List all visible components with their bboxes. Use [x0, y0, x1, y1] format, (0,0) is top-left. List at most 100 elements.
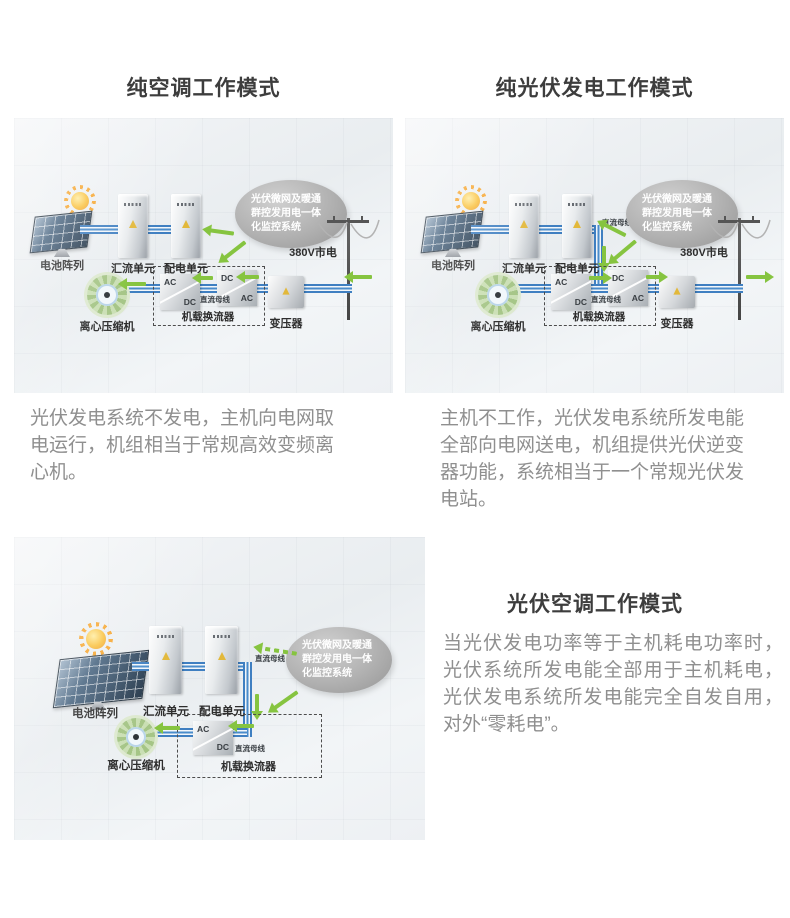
pv-ac-diagram-panel: 电池阵列 汇流单元 配电单元 直流母线 光伏微网及暖通 群控发用电一体 化监控系… [14, 537, 425, 840]
warning-triangle-icon [182, 220, 190, 228]
cloud-text-line2: 群控发用电一体 [251, 208, 321, 219]
transformer-box [268, 276, 304, 308]
grid-380v-label: 380V市电 [289, 247, 337, 259]
ac-label: AC [631, 293, 644, 303]
dc-bus-label: 直流母线 [591, 295, 621, 304]
solar-panel-stand [445, 249, 461, 257]
grid-380v-label: 380V市电 [680, 247, 728, 259]
pure-ac-title: 纯空调工作模式 [126, 77, 281, 100]
pure-pv-title: 纯光伏发电工作模式 [495, 77, 694, 100]
battery-array-label: 电池阵列 [431, 260, 475, 272]
compressor-icon [117, 718, 155, 756]
pure-ac-description: 光伏发电系统不发电，主机向电网取电运行，机组相当于常规高效变频离心机。 [30, 408, 335, 483]
power-flow-arrow [236, 724, 254, 728]
power-flow-arrow [646, 275, 660, 279]
warning-triangle-icon [673, 287, 681, 295]
ac-label: AC [197, 724, 210, 734]
ac-label: AC [164, 277, 177, 287]
combiner-unit-cabinet [149, 626, 182, 694]
dc-label: DC [574, 297, 587, 307]
control-signal-arrow [612, 239, 638, 261]
combiner-unit-cabinet [509, 194, 539, 258]
converter-label: 机载换流器 [572, 311, 626, 323]
sun-icon [64, 185, 96, 217]
power-flow-arrow [746, 275, 766, 279]
pure-ac-diagram-panel: 电池阵列 汇流单元 配电单元 光伏微网及暖通 群控发用电一体 化监控系统 380… [14, 118, 393, 393]
combiner-unit-label: 汇流单元 [502, 263, 546, 275]
dc-bus-line [594, 225, 603, 289]
combiner-unit-cabinet [118, 194, 148, 258]
dc-bus-label: 直流母线 [602, 218, 632, 227]
distribution-unit-cabinet [205, 626, 238, 694]
dc-bus-line [132, 662, 234, 671]
cloud-text-line2: 群控发用电一体 [642, 208, 712, 219]
converter-label: 机载换流器 [221, 761, 276, 773]
dc-bus-line [243, 662, 252, 737]
cabinet-vents [177, 203, 195, 206]
dc-label: DC [216, 742, 229, 752]
converter-acdc: AC DC [551, 274, 591, 310]
cabinet-vents [124, 203, 142, 206]
utility-pole-crossbar [718, 216, 760, 223]
cloud-text-line1: 光伏微网及暖通 [642, 194, 712, 205]
dc-bus-label: 直流母线 [200, 295, 230, 304]
warning-triangle-icon [217, 652, 226, 660]
battery-array-label: 电池阵列 [72, 708, 118, 720]
sun-icon [455, 185, 487, 217]
ac-label: AC [240, 293, 253, 303]
converter-group-box [544, 266, 656, 326]
sun-rays-icon [79, 622, 113, 656]
cloud-text-line3: 化监控系统 [251, 222, 301, 233]
power-flow-arrow [244, 275, 259, 279]
solar-panel-icon [52, 649, 150, 709]
cabinet-vents [568, 203, 586, 206]
converter-dcac: DC AC [608, 270, 648, 306]
sun-icon [79, 622, 113, 656]
control-signal-arrow [273, 690, 299, 710]
dc-bus-line [228, 662, 252, 671]
power-flow-arrow [352, 275, 372, 279]
solar-panel-stand [54, 249, 70, 257]
cloud-text-line3: 化监控系统 [302, 668, 352, 679]
distribution-unit-cabinet [171, 194, 201, 258]
cloud-text-line1: 光伏微网及暖通 [251, 194, 321, 205]
battery-array-label: 电池阵列 [40, 260, 84, 272]
converter-acdc: AC DC [193, 721, 233, 755]
dc-bus-label: 直流母线 [235, 744, 265, 753]
power-flow-arrow [162, 726, 180, 730]
power-flow-arrow [126, 282, 146, 286]
combiner-unit-label: 汇流单元 [111, 263, 155, 275]
power-lines-icon [709, 219, 771, 239]
converter-group-box [153, 266, 265, 326]
pure-pv-diagram-panel: 电池阵列 汇流单元 配电单元 直流母线 光伏微网及暖通 群控发用电一体 化监控系… [405, 118, 784, 393]
pv-ac-title: 光伏空调工作模式 [507, 593, 683, 616]
monitoring-system-cloud: 光伏微网及暖通 群控发用电一体 化监控系统 [235, 180, 347, 248]
compressor-label: 离心压缩机 [107, 760, 165, 772]
pure-pv-description: 主机不工作，光伏发电系统所发电能全部向电网送电，机组提供光伏逆变器功能，系统相当… [440, 408, 745, 510]
cloud-text-line1: 光伏微网及暖通 [302, 640, 372, 651]
solar-panel-stand [90, 702, 106, 710]
power-flow-arrow [255, 694, 259, 712]
warning-triangle-icon [161, 652, 170, 660]
converter-label: 机载换流器 [181, 311, 235, 323]
power-flow-arrow [200, 276, 213, 280]
warning-triangle-icon [573, 220, 581, 228]
monitoring-system-cloud: 光伏微网及暖通 群控发用电一体 化监控系统 [286, 627, 392, 693]
warning-triangle-icon [282, 287, 290, 295]
compressor-label: 离心压缩机 [470, 321, 526, 333]
cloud-text-line2: 群控发用电一体 [302, 654, 372, 665]
transformer-label: 变压器 [660, 318, 694, 330]
dc-label: DC [612, 273, 625, 283]
cabinet-vents [156, 635, 175, 638]
warning-triangle-icon [129, 220, 137, 228]
converter-group-box [177, 714, 322, 778]
dc-bus-line [132, 728, 247, 737]
dc-bus-label: 直流母线 [255, 654, 285, 663]
power-lines-icon [318, 219, 380, 239]
control-signal-arrow [223, 240, 247, 260]
compressor-icon [478, 275, 518, 315]
cabinet-vents [515, 203, 533, 206]
ac-label: AC [555, 277, 568, 287]
transformer-label: 变压器 [269, 318, 303, 330]
